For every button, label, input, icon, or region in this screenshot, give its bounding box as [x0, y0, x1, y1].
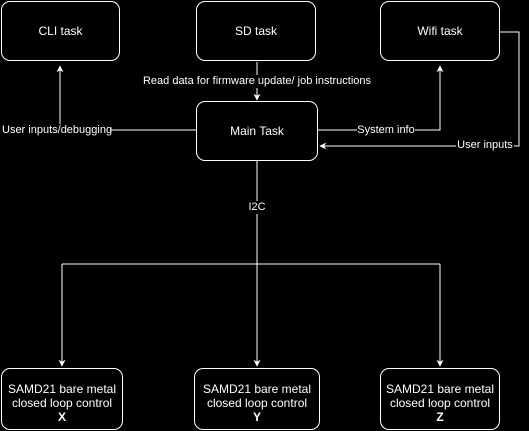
- edge-label-main-cli: User inputs/debugging: [2, 124, 113, 137]
- samd-x-axis: X: [57, 410, 66, 424]
- cli-task-box[interactable]: CLI task: [1, 1, 120, 61]
- samd-y-axis: Y: [252, 410, 261, 424]
- main-task-box[interactable]: Main Task: [196, 101, 318, 161]
- samd-y-line2: closed loop control: [206, 396, 308, 410]
- samd-y-box[interactable]: SAMD21 bare metal closed loop control Y: [194, 368, 320, 430]
- samd-z-axis: Z: [436, 410, 444, 424]
- arrow-wifi-to-main: [319, 31, 520, 150]
- samd-y-line1: SAMD21 bare metal: [202, 382, 312, 396]
- samd-x-box[interactable]: SAMD21 bare metal closed loop control X: [1, 368, 123, 430]
- edge-label-main-to-wifi: System info: [357, 124, 415, 137]
- edge-label-wifi-to-main: User inputs: [456, 139, 514, 152]
- edge-label-i2c: I2C: [244, 201, 270, 214]
- samd-z-box[interactable]: SAMD21 bare metal closed loop control Z: [380, 368, 500, 430]
- samd-x-line2: closed loop control: [11, 396, 113, 410]
- wifi-task-box[interactable]: Wifi task: [380, 1, 500, 61]
- samd-z-line2: closed loop control: [389, 396, 491, 410]
- edge-label-sd-to-main: Read data for firmware update/ job instr…: [138, 75, 376, 88]
- main-task-label: Main Task: [230, 124, 284, 138]
- cli-task-label: CLI task: [38, 24, 83, 38]
- sd-task-label: SD task: [234, 24, 277, 38]
- samd-z-line1: SAMD21 bare metal: [385, 382, 495, 396]
- sd-task-box[interactable]: SD task: [196, 1, 316, 61]
- wifi-task-label: Wifi task: [417, 24, 463, 38]
- samd-x-line1: SAMD21 bare metal: [7, 382, 117, 396]
